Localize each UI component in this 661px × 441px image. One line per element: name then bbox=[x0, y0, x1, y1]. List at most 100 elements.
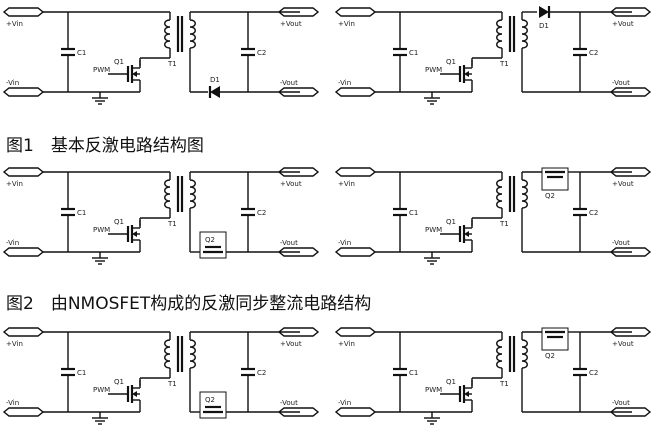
secondary-winding bbox=[521, 19, 528, 49]
secondary-winding bbox=[189, 19, 196, 49]
vout-negative-label: -Vout bbox=[612, 399, 630, 407]
vin-negative-label: -Vin bbox=[338, 79, 351, 87]
primary-winding bbox=[164, 19, 171, 49]
pwm-label: PWM bbox=[93, 66, 110, 74]
vin-negative-label: -Vin bbox=[6, 239, 19, 247]
c1-label: C1 bbox=[77, 49, 86, 57]
d1-diode bbox=[539, 6, 551, 18]
c1-label: C1 bbox=[409, 209, 418, 217]
vout-positive-label: +Vout bbox=[280, 340, 302, 348]
primary-winding bbox=[496, 19, 503, 49]
winding bbox=[521, 19, 528, 49]
ground-icon bbox=[92, 252, 108, 265]
vout-negative-label: -Vout bbox=[612, 239, 630, 247]
vin-positive-label: +Vin bbox=[6, 20, 23, 28]
q1-label: Q1 bbox=[446, 218, 456, 226]
d1-label: D1 bbox=[210, 76, 220, 84]
q1-label: Q1 bbox=[114, 218, 124, 226]
secondary-winding bbox=[189, 339, 196, 369]
vin-positive-label: +Vin bbox=[6, 340, 23, 348]
vin-positive-terminal bbox=[2, 7, 45, 17]
q2-label: Q2 bbox=[545, 192, 555, 200]
winding bbox=[164, 19, 171, 49]
t1-label: T1 bbox=[499, 60, 509, 68]
vout-negative-label: -Vout bbox=[280, 399, 298, 407]
vin-positive-label: +Vin bbox=[338, 180, 355, 188]
primary-winding bbox=[496, 179, 503, 209]
ground-icon bbox=[424, 252, 440, 265]
arrow-icon bbox=[464, 391, 469, 397]
d1-diode bbox=[208, 86, 220, 98]
q2-frame bbox=[541, 327, 569, 351]
vin-positive-terminal bbox=[2, 327, 45, 337]
vin-negative-terminal bbox=[334, 407, 377, 417]
pwm-label: PWM bbox=[93, 386, 110, 394]
pwm-label: PWM bbox=[93, 226, 110, 234]
vin-positive-terminal bbox=[334, 167, 377, 177]
c2-label: C2 bbox=[257, 369, 266, 377]
vin-positive-label: +Vin bbox=[6, 180, 23, 188]
vout-positive-label: +Vout bbox=[280, 180, 302, 188]
arrow-icon bbox=[464, 71, 469, 77]
vin-negative-terminal bbox=[2, 247, 45, 257]
vin-negative-terminal bbox=[2, 407, 45, 417]
winding bbox=[496, 339, 503, 369]
secondary-winding bbox=[521, 179, 528, 209]
q1-label: Q1 bbox=[446, 58, 456, 66]
q1-label: Q1 bbox=[114, 378, 124, 386]
vout-negative-label: -Vout bbox=[280, 239, 298, 247]
secondary-winding bbox=[189, 179, 196, 209]
winding bbox=[189, 179, 196, 209]
vin-positive-terminal bbox=[334, 327, 377, 337]
primary-winding bbox=[496, 339, 503, 369]
d1-label: D1 bbox=[539, 22, 549, 30]
winding bbox=[164, 179, 171, 209]
q2-label: Q2 bbox=[545, 352, 555, 360]
c1-label: C1 bbox=[409, 369, 418, 377]
c2-label: C2 bbox=[257, 209, 266, 217]
arrow-icon bbox=[132, 231, 137, 237]
winding bbox=[496, 19, 503, 49]
t1-label: T1 bbox=[167, 380, 177, 388]
c1-label: C1 bbox=[409, 49, 418, 57]
arrow-icon bbox=[132, 391, 137, 397]
q1-mosfet bbox=[458, 60, 473, 88]
winding bbox=[189, 339, 196, 369]
q2-frame bbox=[199, 391, 227, 419]
vin-negative-terminal bbox=[334, 247, 377, 257]
winding bbox=[521, 179, 528, 209]
primary-winding bbox=[164, 339, 171, 369]
arrow-icon bbox=[464, 231, 469, 237]
vout-positive-label: +Vout bbox=[280, 20, 302, 28]
q2-label: Q2 bbox=[205, 396, 215, 404]
vin-positive-label: +Vin bbox=[338, 20, 355, 28]
vin-negative-terminal bbox=[2, 87, 45, 97]
ground-icon bbox=[92, 412, 108, 425]
winding bbox=[496, 179, 503, 209]
diode-triangle bbox=[210, 86, 220, 98]
pwm-label: PWM bbox=[425, 66, 442, 74]
vout-positive-label: +Vout bbox=[612, 20, 634, 28]
figure-1-caption: 图1 基本反激电路结构图 bbox=[6, 136, 204, 156]
q1-label: Q1 bbox=[114, 58, 124, 66]
pwm-label: PWM bbox=[425, 386, 442, 394]
vin-negative-label: -Vin bbox=[6, 79, 19, 87]
q1-mosfet bbox=[458, 380, 473, 408]
vin-negative-label: -Vin bbox=[6, 399, 19, 407]
c2-label: C2 bbox=[589, 49, 598, 57]
vout-positive-label: +Vout bbox=[612, 180, 634, 188]
t1-label: T1 bbox=[499, 220, 509, 228]
vout-negative-label: -Vout bbox=[280, 79, 298, 87]
q1-mosfet bbox=[126, 380, 141, 408]
vin-negative-terminal bbox=[334, 87, 377, 97]
q1-label: Q1 bbox=[446, 378, 456, 386]
q2-frame bbox=[199, 231, 227, 259]
vin-negative-label: -Vin bbox=[338, 239, 351, 247]
c2-label: C2 bbox=[589, 369, 598, 377]
t1-label: T1 bbox=[499, 380, 509, 388]
